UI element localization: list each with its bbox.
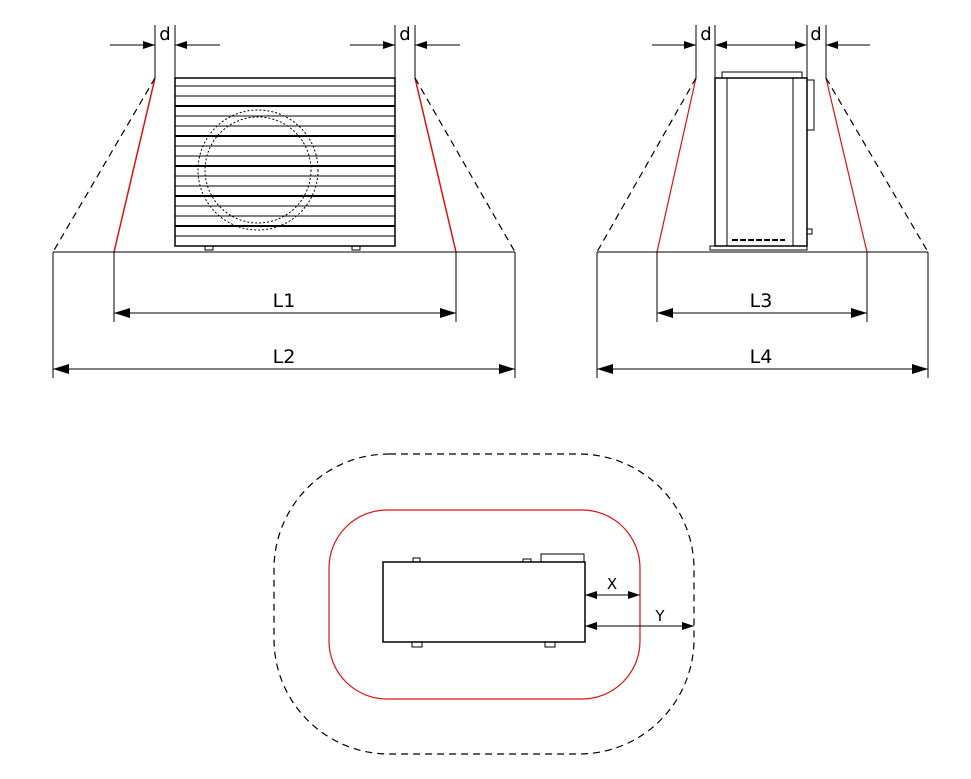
top-view: X Y xyxy=(273,453,695,755)
dimension-L3-label: L3 xyxy=(750,290,773,312)
top-outer-dashed-zone xyxy=(273,453,695,755)
front-d-right-label: d xyxy=(399,24,410,45)
side-d-left-label: d xyxy=(700,24,711,45)
front-fan-inner xyxy=(204,116,312,224)
side-dash-left xyxy=(596,77,697,253)
side-red-left xyxy=(656,77,697,253)
dimension-Y-label: Y xyxy=(654,607,665,625)
front-d-left-label: d xyxy=(159,24,170,45)
dimension-L1-label: L1 xyxy=(273,290,296,312)
side-panel xyxy=(806,79,815,131)
side-detail xyxy=(806,228,813,235)
top-inner-red-zone xyxy=(328,509,641,700)
dimension-L2-label: L2 xyxy=(273,346,296,368)
top-foot-left xyxy=(411,641,423,648)
front-foot-right xyxy=(351,245,361,251)
side-red-right xyxy=(825,77,868,253)
top-unit-box xyxy=(540,553,585,563)
front-foot-left xyxy=(204,245,214,251)
front-dash-left xyxy=(52,77,156,253)
side-view: d d L3 L4 xyxy=(596,24,929,378)
front-red-left xyxy=(113,77,156,253)
top-unit-body xyxy=(382,561,586,643)
side-dash-right xyxy=(825,77,929,253)
front-red-right xyxy=(414,77,457,253)
side-d-right-label: d xyxy=(810,24,821,45)
dimension-L4-label: L4 xyxy=(750,346,773,368)
front-dash-right xyxy=(414,77,516,253)
front-unit-body xyxy=(174,77,396,247)
front-view: d d L1 L2 xyxy=(52,24,516,378)
top-foot-right xyxy=(544,641,556,648)
front-fan-outer xyxy=(197,109,319,231)
dimension-X-label: X xyxy=(607,575,617,593)
front-grille xyxy=(175,85,395,237)
side-base xyxy=(709,245,808,251)
